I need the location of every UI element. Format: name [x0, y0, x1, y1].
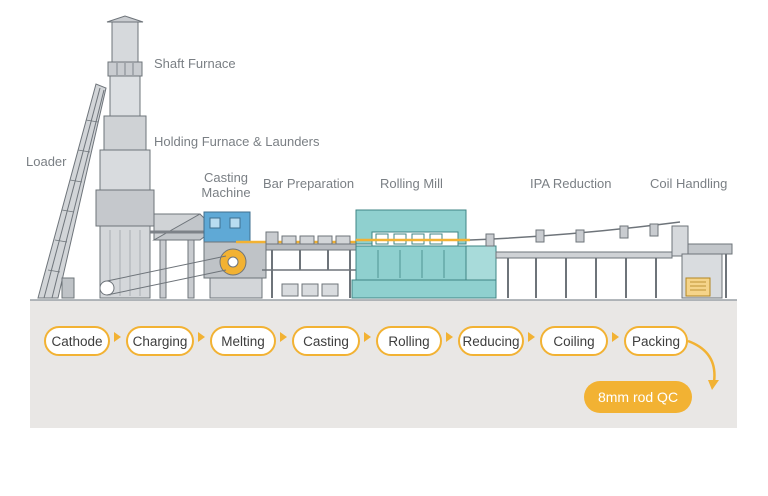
flow-arrow-4 — [364, 332, 371, 342]
step-8mm-rod-qc: 8mm rod QC — [584, 381, 692, 413]
ipa-reduction-illustration — [469, 221, 681, 298]
bar-preparation-label: Bar Preparation — [263, 176, 355, 191]
shaft-furnace-label: Shaft Furnace — [154, 56, 236, 71]
loader-label: Loader — [26, 154, 67, 169]
holding-furnace-label: Holding Furnace & Launders — [154, 134, 320, 149]
step-casting: Casting — [292, 326, 360, 356]
rolling-mill-label: Rolling Mill — [380, 176, 443, 191]
step-rolling: Rolling — [376, 326, 442, 356]
step-cathode: Cathode — [44, 326, 110, 356]
casting-machine-label-line1: Casting — [203, 170, 249, 185]
rolling-mill-illustration — [351, 209, 497, 299]
qc-connector-line — [687, 339, 716, 383]
flow-arrow-7 — [612, 332, 619, 342]
step-coiling: Coiling — [540, 326, 608, 356]
coil-handling-label: Coil Handling — [650, 176, 728, 191]
casting-machine-label: Casting Machine — [194, 170, 258, 200]
casting-machine-label-line2: Machine — [201, 185, 251, 200]
step-packing: Packing — [624, 326, 688, 356]
loader-illustration — [37, 83, 107, 299]
flow-arrow-2 — [198, 332, 205, 342]
step-charging: Charging — [126, 326, 194, 356]
ipa-reduction-label: IPA Reduction — [530, 176, 612, 191]
flow-arrow-3 — [280, 332, 287, 342]
step-reducing: Reducing — [458, 326, 524, 356]
qc-connector-arrowhead — [708, 380, 719, 390]
shaft-furnace-illustration — [95, 15, 155, 299]
step-melting: Melting — [210, 326, 276, 356]
coil-handling-illustration — [671, 225, 733, 299]
flow-arrow-6 — [528, 332, 535, 342]
bar-preparation-illustration — [236, 231, 380, 298]
flow-arrow-1 — [114, 332, 121, 342]
holding-furnace-illustration — [150, 213, 210, 299]
casting-machine-illustration — [99, 211, 267, 299]
flow-arrow-5 — [446, 332, 453, 342]
